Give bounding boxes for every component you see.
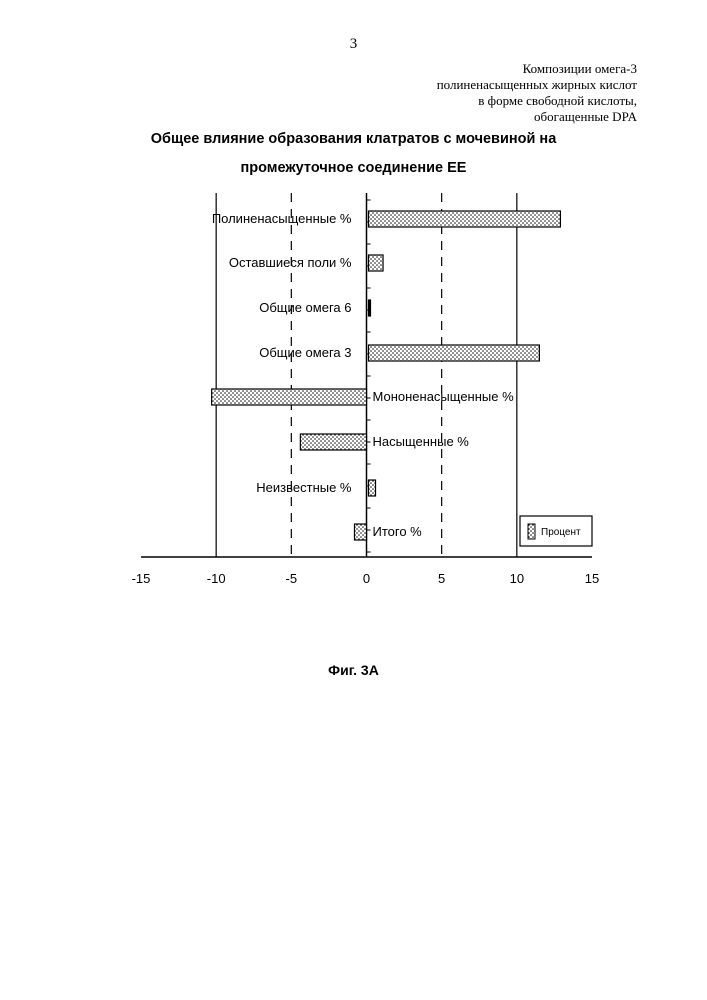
x-tick-label-5: 10 bbox=[510, 571, 524, 586]
bar-4 bbox=[212, 389, 367, 405]
category-label-4: Мононенасыщенные % bbox=[373, 389, 515, 404]
bar-7 bbox=[354, 524, 366, 540]
figure-caption: Фиг. 3А bbox=[0, 662, 707, 678]
legend-swatch bbox=[528, 524, 535, 539]
x-tick-label-6: 15 bbox=[585, 571, 599, 586]
bar-0 bbox=[369, 211, 561, 227]
x-tick-labels: -15 -10 -5 0 5 10 15 bbox=[132, 571, 600, 586]
category-label-5: Насыщенные % bbox=[373, 434, 470, 449]
x-tick-label-2: -5 bbox=[286, 571, 298, 586]
bar-5 bbox=[300, 434, 366, 450]
legend: Процент bbox=[520, 516, 592, 546]
category-label-3: Общие омега 3 bbox=[259, 345, 351, 360]
category-label-1: Оставшиеся поли % bbox=[229, 255, 352, 270]
category-label-7: Итого % bbox=[373, 524, 423, 539]
axes bbox=[141, 193, 592, 557]
x-tick-label-3: 0 bbox=[363, 571, 370, 586]
category-label-0: Полиненасыщенные % bbox=[212, 211, 352, 226]
x-tick-label-4: 5 bbox=[438, 571, 445, 586]
category-label-6: Неизвестные % bbox=[256, 480, 352, 495]
category-label-2: Общие омега 6 bbox=[259, 300, 351, 315]
bar-3 bbox=[369, 345, 540, 361]
x-tick-label-0: -15 bbox=[132, 571, 151, 586]
legend-label: Процент bbox=[541, 527, 581, 538]
category-labels: Полиненасыщенные % Оставшиеся поли % Общие… bbox=[212, 211, 514, 539]
x-tick-label-1: -10 bbox=[207, 571, 226, 586]
bar-6 bbox=[369, 480, 376, 496]
bar-1 bbox=[369, 255, 384, 271]
bar-2 bbox=[369, 300, 371, 316]
